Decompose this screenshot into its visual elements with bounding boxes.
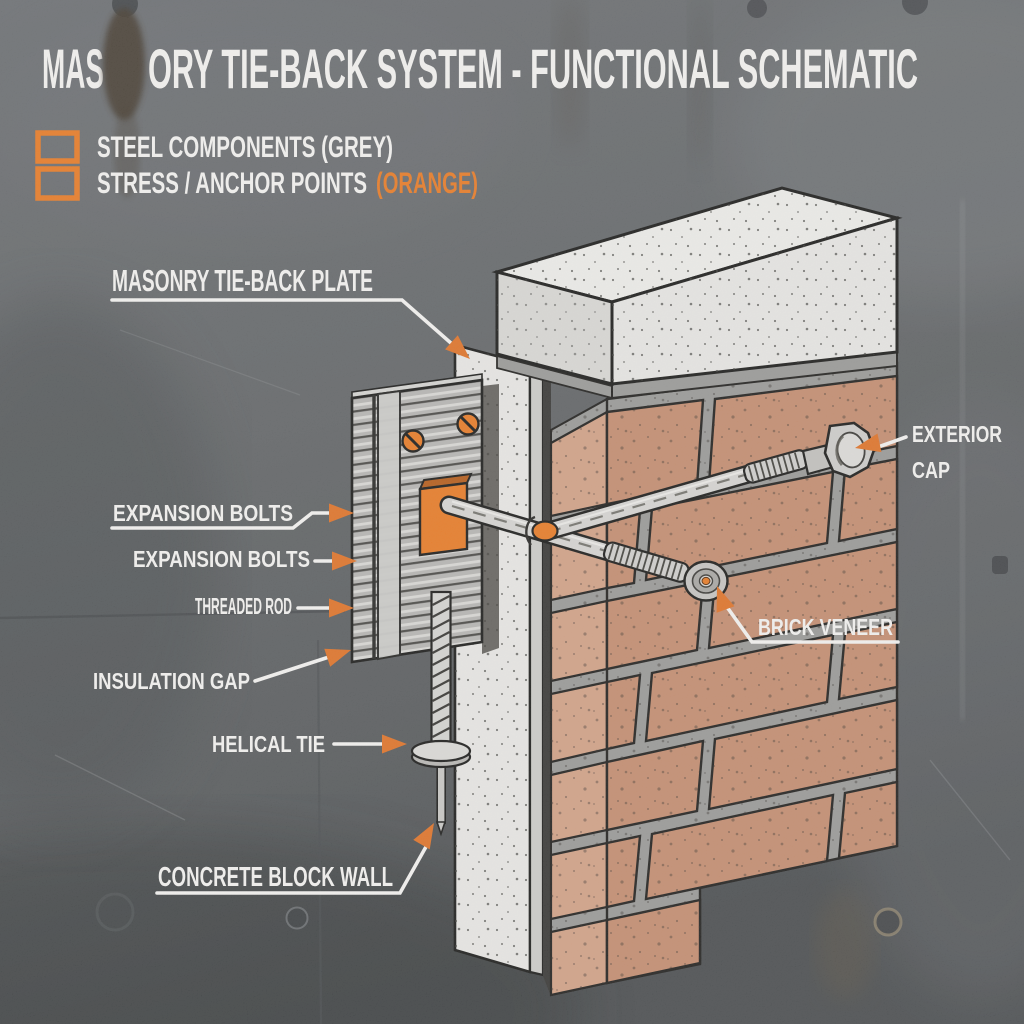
concrete-grain-overlay — [0, 0, 1024, 1024]
schematic-canvas: MAS ORY TIE-BACK SYSTEM - FUNCTIONAL SCH… — [0, 0, 1024, 1024]
schematic-page: MAS ORY TIE-BACK SYSTEM - FUNCTIONAL SCH… — [0, 0, 1024, 1024]
